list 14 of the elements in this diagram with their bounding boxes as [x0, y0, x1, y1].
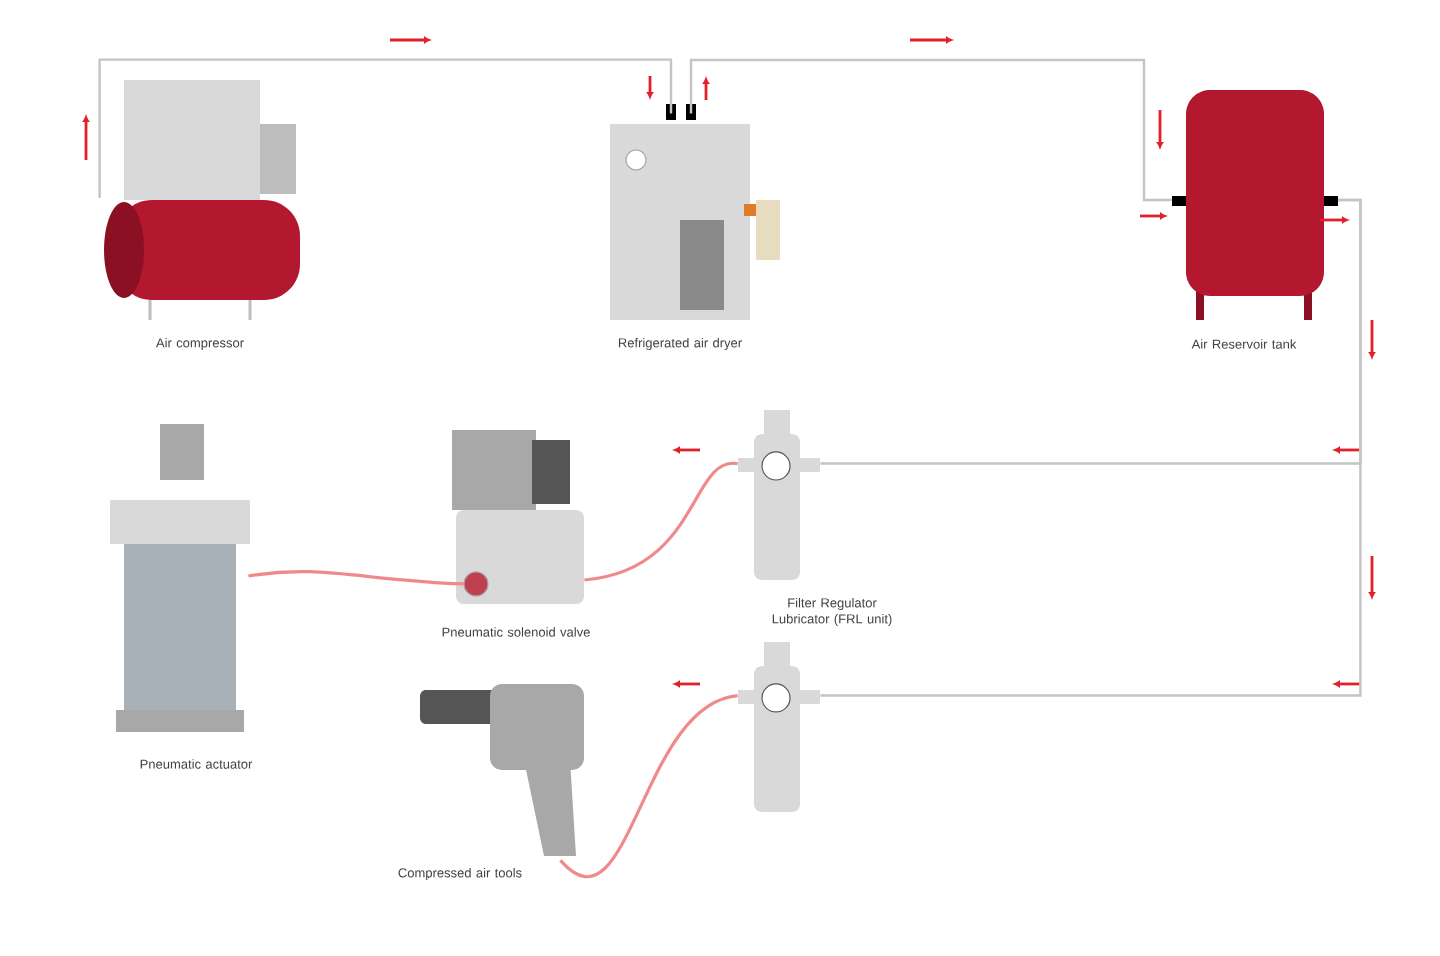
actuator-drawing: [110, 423, 250, 732]
pipe: [98, 58, 673, 198]
air-dryer-drawing: [610, 104, 780, 320]
air-tank-drawing: [1172, 89, 1338, 320]
frl-unit-drawing: [738, 410, 820, 580]
air-compressor-drawing: [104, 80, 300, 322]
solenoid-valve-drawing: [452, 429, 584, 604]
hose: [248, 570, 464, 586]
frl-unit-drawing: [738, 641, 820, 812]
pipe: [820, 198, 1362, 697]
hose: [584, 461, 738, 582]
pipe: [689, 58, 1172, 202]
hose: [559, 694, 739, 878]
air-tool-drawing: [420, 683, 584, 856]
